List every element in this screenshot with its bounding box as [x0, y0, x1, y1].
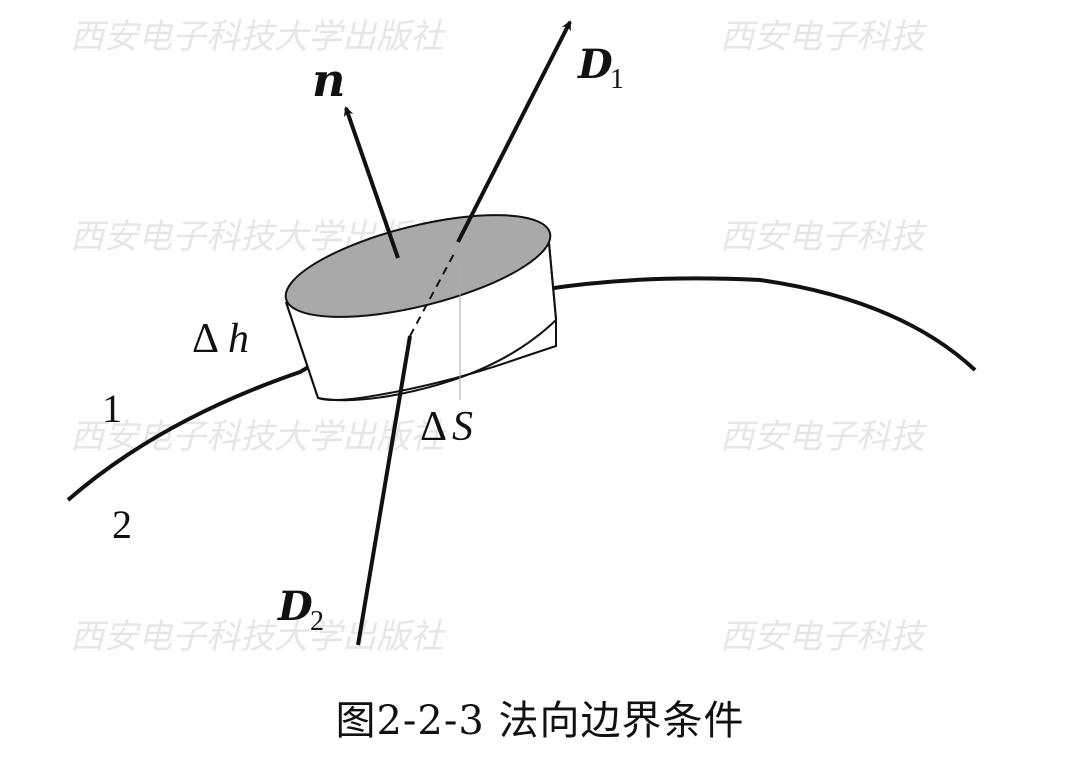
delta-s-label: Δ S	[420, 404, 473, 450]
pillbox-left-wall	[285, 301, 319, 399]
pillbox-right-wall	[547, 231, 557, 321]
delta-h-symbol: Δ	[192, 316, 219, 362]
watermark-text: 西安电子科技	[720, 17, 928, 57]
delta-h-variable: h	[228, 316, 249, 362]
d2-label-sub: 2	[310, 606, 324, 637]
delta-s-variable: S	[452, 404, 473, 450]
boundary-curve-right	[539, 276, 977, 372]
d1-vector-arrow	[456, 20, 572, 243]
d1-label-sub: 1	[610, 64, 624, 95]
delta-s-symbol: Δ	[420, 404, 447, 450]
region-1-label: 1	[102, 386, 122, 431]
watermark-text: 西安电子科技	[720, 217, 928, 257]
watermark-text: 西安电子科技	[720, 617, 928, 657]
d1-label: D 1	[577, 41, 624, 95]
watermark-text: 西安电子科技	[720, 417, 928, 457]
region-2-label: 2	[112, 502, 132, 547]
watermark: 西安电子科技大学出版社 西安电子科技 西安电子科技大学出版社 西安电子科技 西安…	[70, 17, 928, 657]
watermark-text: 西安电子科技大学出版社	[70, 17, 447, 57]
d2-label-main: D	[277, 583, 313, 630]
d2-label: D 2	[277, 583, 324, 637]
figure-caption: 图2-2-3 法向边界条件	[335, 698, 745, 744]
pillbox-bottom-edge	[317, 319, 557, 402]
d2-vector-line	[356, 335, 412, 646]
delta-h-label: Δ h	[192, 316, 249, 362]
normal-vector-arrow	[343, 106, 400, 259]
d-vector-hidden	[409, 249, 457, 337]
normal-label: n	[312, 53, 345, 107]
watermark-text: 西安电子科技大学出版社	[70, 617, 447, 657]
d1-label-main: D	[577, 41, 613, 88]
